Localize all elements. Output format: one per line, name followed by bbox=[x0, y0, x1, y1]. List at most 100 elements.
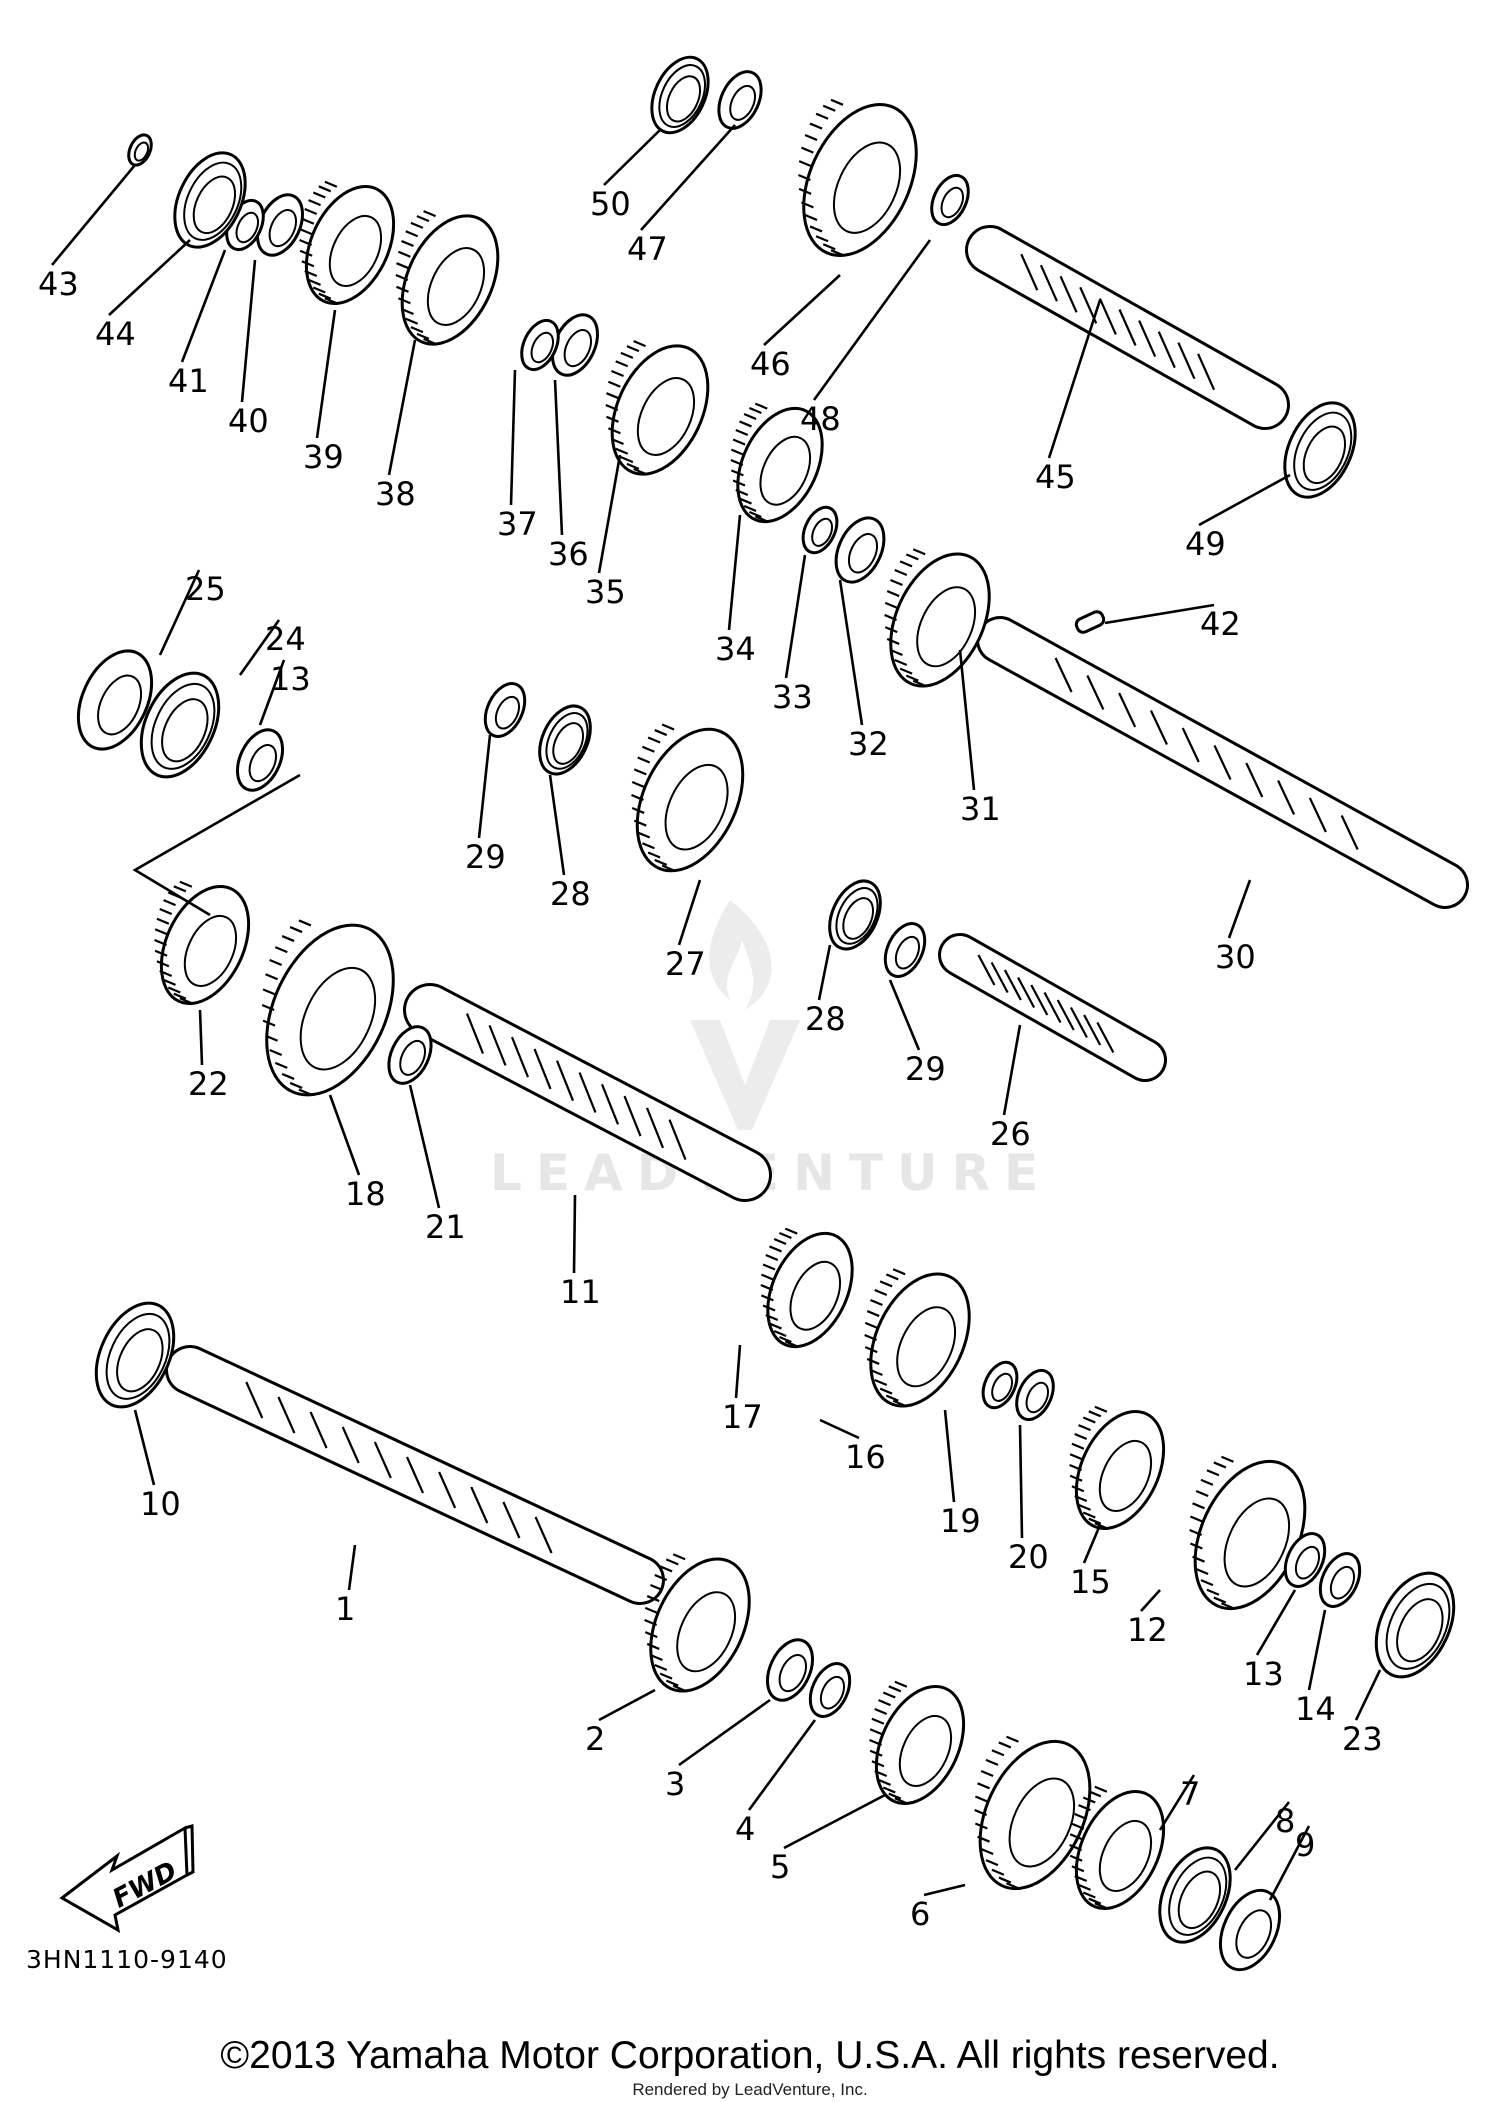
callout-16[interactable]: 16 bbox=[845, 1438, 886, 1476]
callout-11[interactable]: 11 bbox=[560, 1273, 601, 1311]
callout-39[interactable]: 39 bbox=[303, 438, 344, 476]
part-37-circlip[interactable] bbox=[514, 315, 565, 376]
callout-7[interactable]: 7 bbox=[1180, 1775, 1200, 1813]
callout-8[interactable]: 8 bbox=[1275, 1802, 1295, 1840]
part-42-pin[interactable] bbox=[1074, 610, 1106, 635]
callout-50[interactable]: 50 bbox=[590, 185, 631, 223]
part-27-gear[interactable] bbox=[616, 712, 764, 887]
part-10-bearing[interactable] bbox=[81, 1291, 189, 1420]
part-33-circlip[interactable] bbox=[796, 502, 843, 558]
part-6-gear[interactable] bbox=[958, 1724, 1112, 1906]
part-14-circlip[interactable] bbox=[1312, 1547, 1367, 1612]
callout-12[interactable]: 12 bbox=[1127, 1611, 1168, 1649]
part-35-gear[interactable] bbox=[593, 331, 727, 490]
callout-32[interactable]: 32 bbox=[848, 725, 889, 763]
part-18-gear[interactable] bbox=[241, 905, 418, 1115]
part-19-washer[interactable] bbox=[976, 1357, 1023, 1413]
callout-22[interactable]: 22 bbox=[188, 1065, 229, 1103]
part-47-washer[interactable] bbox=[710, 65, 769, 135]
callout-18[interactable]: 18 bbox=[345, 1175, 386, 1213]
part-15-gear[interactable] bbox=[1059, 1398, 1181, 1543]
part-36-washer[interactable] bbox=[543, 308, 606, 383]
callout-45[interactable]: 45 bbox=[1035, 458, 1076, 496]
callout-40[interactable]: 40 bbox=[228, 402, 269, 440]
callout-41[interactable]: 41 bbox=[168, 362, 209, 400]
callout-27[interactable]: 27 bbox=[665, 945, 706, 983]
callout-46[interactable]: 46 bbox=[750, 345, 791, 383]
callout-29[interactable]: 29 bbox=[905, 1050, 946, 1088]
callout-1[interactable]: 1 bbox=[335, 1590, 355, 1628]
part-7-gear[interactable] bbox=[1059, 1778, 1181, 1923]
callout-14[interactable]: 14 bbox=[1295, 1690, 1336, 1728]
callout-2[interactable]: 2 bbox=[585, 1720, 605, 1758]
part-29-washer[interactable] bbox=[877, 917, 932, 982]
gear-tooth bbox=[631, 807, 645, 815]
part-22-gear[interactable] bbox=[144, 873, 266, 1018]
part-20-circlip[interactable] bbox=[1009, 1365, 1060, 1426]
callout-42[interactable]: 42 bbox=[1200, 605, 1241, 643]
callout-47[interactable]: 47 bbox=[627, 230, 668, 268]
callout-28[interactable]: 28 bbox=[550, 875, 591, 913]
part-17-gear[interactable] bbox=[751, 1220, 869, 1360]
part-49-bearing[interactable] bbox=[1271, 392, 1369, 509]
callout-49[interactable]: 49 bbox=[1185, 525, 1226, 563]
part-31-gear[interactable] bbox=[871, 538, 1009, 702]
callout-23[interactable]: 23 bbox=[1342, 1720, 1383, 1758]
part-50-bearing[interactable] bbox=[641, 48, 720, 141]
callout-29[interactable]: 29 bbox=[465, 838, 506, 876]
callout-19[interactable]: 19 bbox=[940, 1502, 981, 1540]
callout-31[interactable]: 31 bbox=[960, 790, 1001, 828]
part-44-bearing[interactable] bbox=[161, 142, 259, 259]
callout-25[interactable]: 25 bbox=[185, 570, 226, 608]
part-5-gear[interactable] bbox=[859, 1673, 981, 1818]
callout-34[interactable]: 34 bbox=[715, 630, 756, 668]
part-34-gear[interactable] bbox=[721, 395, 839, 535]
callout-30[interactable]: 30 bbox=[1215, 938, 1256, 976]
callout-10[interactable]: 10 bbox=[140, 1485, 181, 1523]
callout-13[interactable]: 13 bbox=[1243, 1655, 1284, 1693]
part-29-washer[interactable] bbox=[477, 677, 532, 742]
callout-38[interactable]: 38 bbox=[375, 475, 416, 513]
callout-20[interactable]: 20 bbox=[1008, 1538, 1049, 1576]
callout-28[interactable]: 28 bbox=[805, 1000, 846, 1038]
callout-36[interactable]: 36 bbox=[548, 535, 589, 573]
callout-9[interactable]: 9 bbox=[1295, 1826, 1315, 1864]
callout-15[interactable]: 15 bbox=[1070, 1563, 1111, 1601]
callout-4[interactable]: 4 bbox=[735, 1810, 755, 1848]
part-43-circlip[interactable] bbox=[124, 131, 156, 168]
callout-43[interactable]: 43 bbox=[38, 265, 79, 303]
callout-17[interactable]: 17 bbox=[722, 1398, 763, 1436]
callout-5[interactable]: 5 bbox=[770, 1848, 790, 1886]
part-23-bearing[interactable] bbox=[1361, 1561, 1469, 1690]
part-13-washer[interactable] bbox=[1277, 1527, 1332, 1592]
callout-13[interactable]: 13 bbox=[270, 660, 311, 698]
part-16-gear[interactable] bbox=[851, 1258, 989, 1422]
part-9-oil-seal[interactable] bbox=[1209, 1881, 1292, 1979]
callout-6[interactable]: 6 bbox=[910, 1895, 930, 1933]
callout-37[interactable]: 37 bbox=[497, 505, 538, 543]
part-25-oil-seal[interactable] bbox=[64, 639, 166, 761]
callout-26[interactable]: 26 bbox=[990, 1115, 1031, 1153]
part-13-washer[interactable] bbox=[228, 723, 291, 798]
part-24-bearing[interactable] bbox=[126, 661, 234, 790]
part-38-gear[interactable] bbox=[383, 201, 517, 360]
callout-48[interactable]: 48 bbox=[800, 400, 841, 438]
part-21-washer[interactable] bbox=[380, 1020, 439, 1090]
callout-24[interactable]: 24 bbox=[265, 620, 306, 658]
part-12-gear[interactable] bbox=[1173, 1444, 1327, 1626]
callout-44[interactable]: 44 bbox=[95, 315, 136, 353]
part-28-bearing[interactable] bbox=[820, 873, 891, 957]
callout-33[interactable]: 33 bbox=[772, 678, 813, 716]
part-28-bearing[interactable] bbox=[530, 698, 601, 782]
part-4-circlip[interactable] bbox=[802, 1657, 857, 1722]
callout-3[interactable]: 3 bbox=[665, 1765, 685, 1803]
callout-35[interactable]: 35 bbox=[585, 573, 626, 611]
part-8-bearing[interactable] bbox=[1146, 1837, 1244, 1954]
part-46-gear[interactable] bbox=[781, 87, 939, 274]
part-2-gear[interactable] bbox=[631, 1543, 769, 1707]
part-32-washer[interactable] bbox=[827, 510, 894, 589]
part-3-washer[interactable] bbox=[758, 1633, 821, 1708]
part-39-gear[interactable] bbox=[289, 173, 411, 318]
part-48-circlip[interactable] bbox=[924, 170, 975, 231]
callout-21[interactable]: 21 bbox=[425, 1208, 466, 1246]
